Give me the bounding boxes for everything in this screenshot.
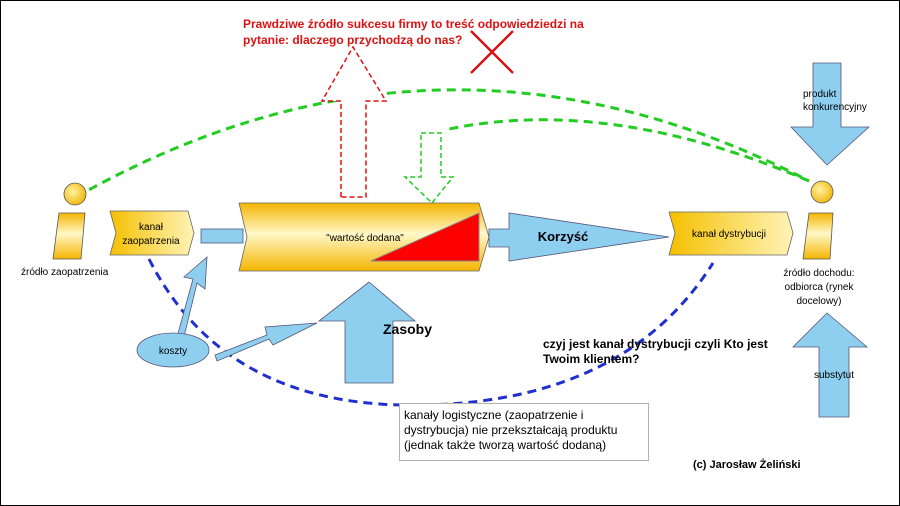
customer-person-icon (802, 180, 834, 260)
connector-bar (200, 228, 244, 244)
client-question-line-2: Twoim klientem? (543, 352, 639, 366)
logistics-note-line-3: (jednak także tworzą wartość dodaną) (404, 438, 607, 452)
copyright-label: (c) Jarosław Żeliński (693, 458, 801, 471)
resources-arrow (317, 281, 417, 384)
value-added-tube (238, 202, 490, 272)
competitor-label-2: konkurencyjny (803, 102, 867, 113)
competitor-label-1: produkt (803, 89, 837, 100)
distribution-channel-shape (668, 211, 794, 256)
source-label: źródło zaopatrzenia (21, 267, 109, 278)
cost-arrow-up (176, 256, 208, 342)
income-source-label-3: docelowy) (796, 296, 841, 307)
substitute-label: substytut (814, 370, 854, 381)
red-dashed-up-arrow (320, 45, 388, 198)
supply-channel-shape (109, 210, 195, 256)
income-source-label-1: źródło dochodu: (783, 268, 854, 279)
supply-channel-label-2: zaopatrzenia (122, 236, 180, 247)
costs-ellipse (136, 332, 210, 368)
resources-label: Zasoby (383, 321, 432, 337)
logistics-note-line-1: kanały logistyczne (zaopatrzenie i (404, 408, 584, 422)
logistics-note-line-2: dystrybucja) nie przekształcają produktu (404, 423, 618, 437)
distribution-channel-label: kanał dystrybucji (692, 229, 766, 240)
competitor-arrow (790, 62, 871, 166)
question-line-1: Prawdziwe źródło sukcesu firmy to treść … (243, 17, 584, 31)
substitute-arrow (792, 312, 869, 418)
cost-arrow-right (214, 322, 318, 362)
supplier-person-icon (52, 182, 87, 260)
supply-channel-label-1: kanał (139, 222, 164, 233)
question-line-2: pytanie: dlaczego przychodzą do nas? (243, 33, 462, 47)
green-arc-small (448, 118, 810, 183)
costs-label: koszty (159, 346, 187, 357)
green-arc-large (75, 88, 810, 199)
income-source-label-2: odbiorca (rynek (785, 282, 855, 293)
benefit-arrow (488, 212, 670, 262)
logistics-note: kanały logistyczne (zaopatrzenie i dystr… (399, 403, 649, 461)
green-dashed-down-arrow (403, 132, 455, 205)
value-added-label: "wartość dodana" (326, 233, 404, 244)
benefit-label: Korzyść (538, 229, 589, 244)
client-question-line-1: czyj jest kanał dystrybucji czyli Kto je… (543, 337, 768, 351)
red-cross-icon (470, 30, 514, 74)
